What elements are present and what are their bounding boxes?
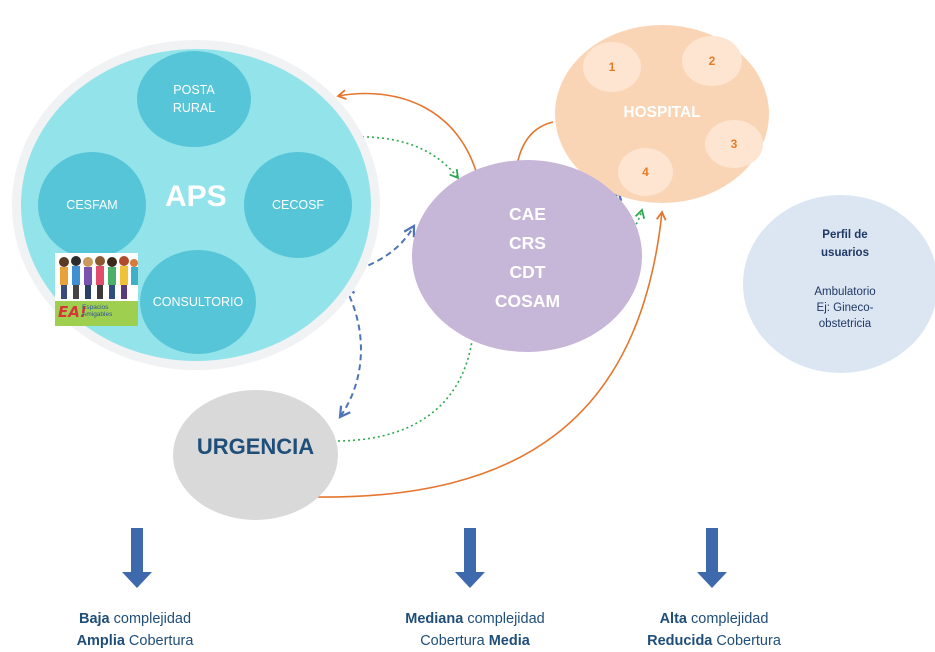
consultorio-label: CONSULTORIO [152,294,244,309]
level-low-bold1: Baja [78,611,110,627]
profile-title-line2: usuarios [821,247,869,260]
posta-rural-label-line2: RURAL [172,101,216,115]
level-low-rest1: complejidad [109,611,192,627]
profile-body-line1: Ambulatorio [814,286,876,298]
urgencia-label: URGENCIA [196,434,315,459]
level-mid-rest1: complejidad [463,611,545,627]
hospital-ward-2: 2 [682,36,742,86]
orange-arrow-hospital-to-aps [336,89,479,179]
level-mid-bold2: Media [488,633,530,649]
logo-band [55,301,138,326]
crs-label: CRS [509,233,546,253]
cecosf-node: CECOSF [244,152,352,258]
aps-label: APS [165,180,227,213]
cdt-label: CDT [509,262,546,282]
level-high-rest2: Cobertura [712,633,781,649]
level-low-rest2: Cobertura [124,633,194,649]
level-low-bold2: Amplia [76,633,125,649]
profile-title-line1: Perfil de [822,229,868,241]
urgencia-circle [173,390,338,520]
level-high-complexity: Alta complejidad Reducida Cobertura [594,608,834,652]
green-arrow-urgencia-to-cae [337,320,479,442]
down-arrow-icon [122,528,152,588]
people-illustration [59,256,138,299]
level-mid-pre2: Cobertura [420,633,489,649]
hospital-ward-4: 4 [618,148,673,196]
profile-body: Ambulatorio Ej: Gineco- obstetricia [790,284,900,332]
level-mid-complexity: Mediana complejidad Cobertura Media [355,608,595,652]
cae-label: CAE [509,204,546,224]
cecosf-label: CECOSF [271,197,325,212]
logo-text-line1: Espacios [82,304,109,311]
hospital-ward-1: 1 [583,42,641,92]
level-high-bold1: Alta [659,611,687,627]
consultorio-node: CONSULTORIO [140,250,256,354]
posta-rural-node: POSTA RURAL [137,51,251,147]
blue-arrow-aps-urgencia [338,285,362,419]
level-mid-bold1: Mediana [405,611,464,627]
cesfam-node: CESFAM [38,152,146,258]
level-high-bold2: Reducida [647,633,713,649]
profile-body-line3: obstetricia [818,318,872,331]
hospital-label: HOSPITAL [623,104,701,121]
espacios-amigables-logo: EA! Espacios Amigables [55,253,138,326]
secondary-care-circle [412,160,642,352]
profile-title: Perfil de usuarios [790,226,900,263]
down-arrow-icon [697,528,727,588]
user-profile-circle [743,195,935,373]
level-high-rest1: complejidad [686,611,769,627]
hospital-ward-3: 3 [705,120,763,168]
cosam-label: COSAM [494,291,561,311]
profile-body-line2: Ej: Gineco- [816,302,874,315]
orange-arrow-urgencia-to-hospital [312,210,667,498]
down-arrow-icon [455,528,485,588]
cesfam-label: CESFAM [66,197,118,212]
logo-text-line2: Amigables [82,311,113,319]
secondary-care-labels: CAE CRS CDT COSAM [465,200,590,316]
posta-rural-label-line1: POSTA [173,82,215,97]
logo-mark: EA! [58,303,87,321]
logo-text: Espacios Amigables [82,304,112,319]
level-low-complexity: Baja complejidad Amplia Cobertura [15,608,255,652]
